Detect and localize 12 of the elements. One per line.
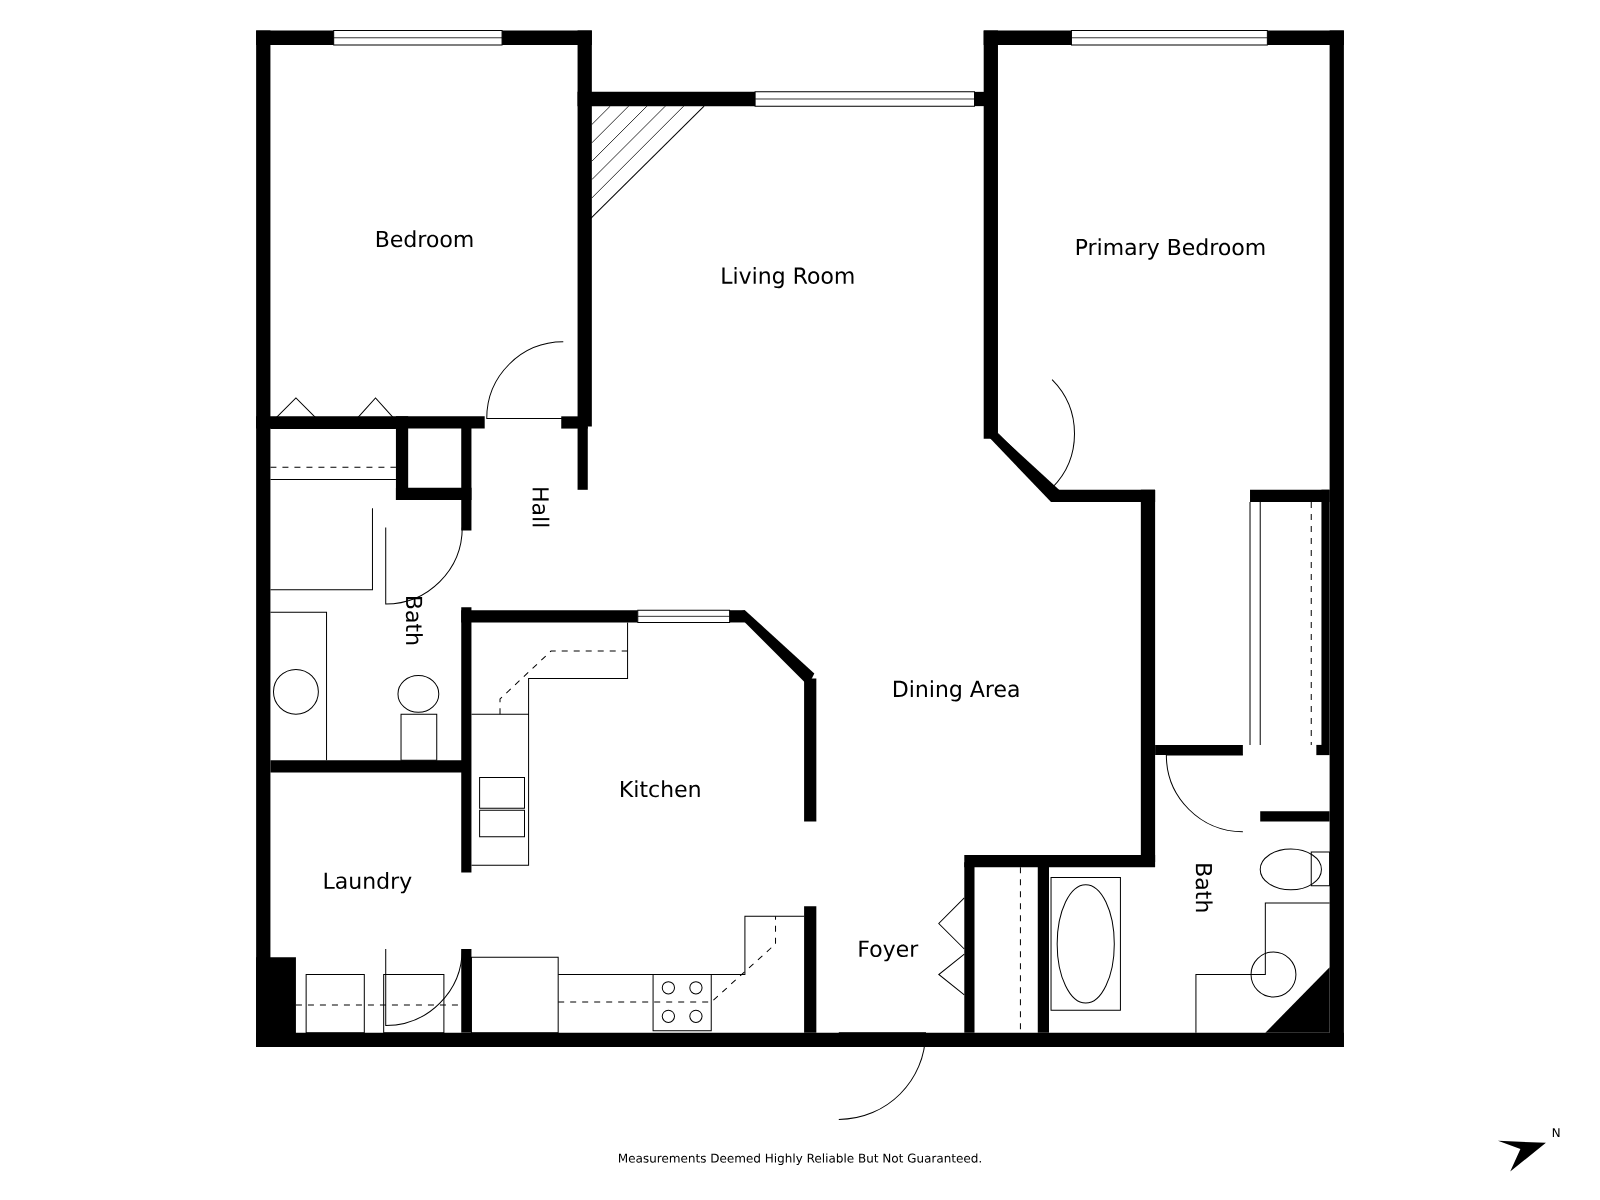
footer-note: Measurements Deemed Highly Reliable But Not Guaranteed.: [619, 1153, 981, 1165]
room-label: Foyer: [859, 940, 919, 962]
room-label: Hall: [532, 488, 550, 527]
room-label: Bedroom: [376, 230, 473, 248]
room-label: Primary Bedroom: [1076, 238, 1265, 260]
room-label: Kitchen: [621, 780, 700, 798]
room-label: Laundry: [324, 872, 412, 894]
room-label: Bath: [405, 597, 423, 645]
room-label: Living Room: [722, 266, 854, 289]
compass-letter: N: [1552, 1128, 1560, 1138]
room-label: Dining Area: [894, 680, 1019, 702]
room-label: Bath: [1195, 864, 1213, 912]
